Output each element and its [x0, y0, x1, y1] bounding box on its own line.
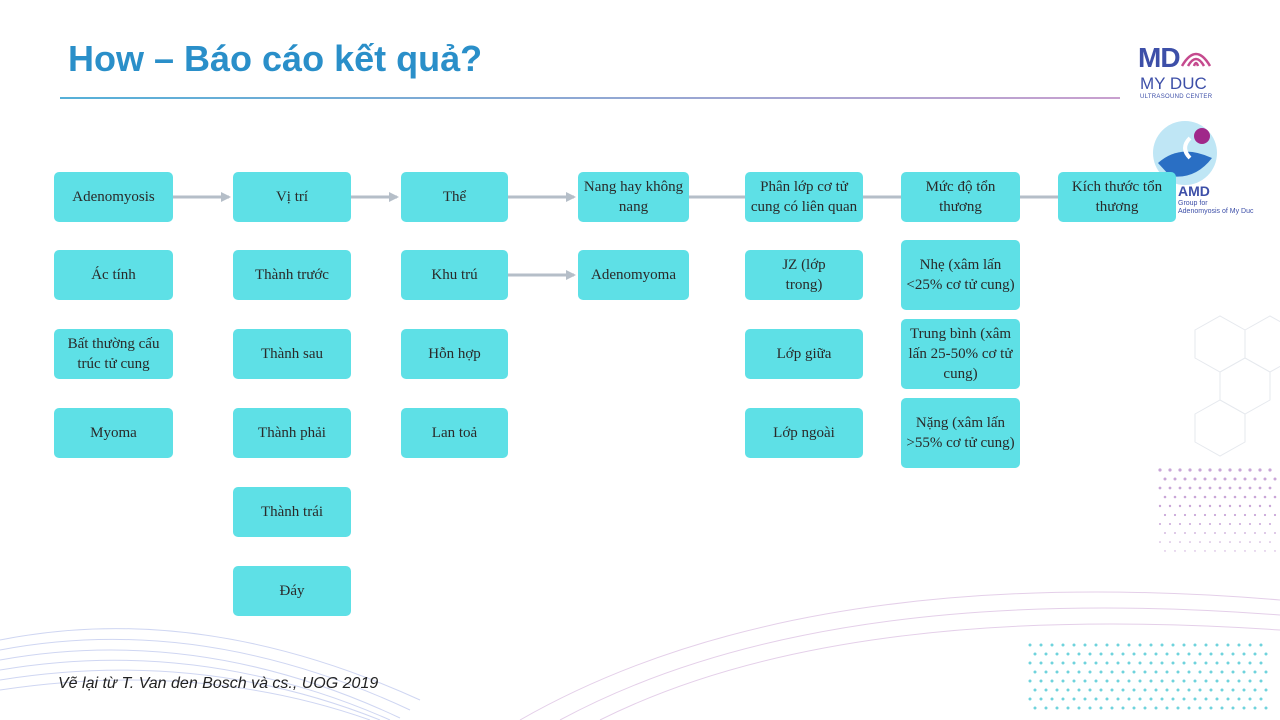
box-severity-moderate: Trung bình (xâm lấn 25-50% cơ tử cung)	[901, 319, 1020, 389]
logo-amd-subtitle: Group for Adenomyosis of My Duc	[1178, 200, 1254, 215]
sound-wave-icon	[1180, 52, 1212, 67]
box-cystic: Nang hay không nang	[578, 172, 689, 222]
logo-subtitle: ULTRASOUND CENTER	[1140, 94, 1213, 100]
box-adenomyosis: Adenomyosis	[54, 172, 173, 222]
box-myometrial-layer: Phân lớp cơ tử cung có liên quan	[745, 172, 863, 222]
box-junctional-zone: JZ (lớp trong)	[745, 250, 863, 300]
amd-emblem-icon	[1153, 121, 1217, 185]
box-uterine-anomaly: Bất thường cấu trúc tử cung	[54, 329, 173, 379]
box-type: Thể	[401, 172, 508, 222]
title-divider	[60, 97, 1120, 99]
box-posterior-wall: Thành sau	[233, 329, 351, 379]
box-adenomyoma: Adenomyoma	[578, 250, 689, 300]
box-diffuse: Lan toả	[401, 408, 508, 458]
box-anterior-wall: Thành trước	[233, 250, 351, 300]
box-focal: Khu trú	[401, 250, 508, 300]
box-severity-severe: Nặng (xâm lấn >55% cơ tử cung)	[901, 398, 1020, 468]
logo-md-text: MD	[1138, 42, 1181, 73]
source-footnote: Vẽ lại từ T. Van den Bosch và cs., UOG 2…	[58, 675, 379, 692]
box-severity-mild: Nhẹ (xâm lấn <25% cơ tử cung)	[901, 240, 1020, 310]
box-location: Vị trí	[233, 172, 351, 222]
box-malignant: Ác tính	[54, 250, 173, 300]
box-middle-layer: Lớp giữa	[745, 329, 863, 379]
logo-amd: AMD	[1178, 183, 1210, 199]
logo-name: MY DUC	[1140, 74, 1207, 93]
my-duc-logo: MD MY DUC ULTRASOUND CENTER AMD Group fo…	[1130, 40, 1270, 220]
box-myoma: Myoma	[54, 408, 173, 458]
slide-title: How – Báo cáo kết quả?	[68, 38, 483, 79]
box-mixed: Hỗn hợp	[401, 329, 508, 379]
box-right-wall: Thành phải	[233, 408, 351, 458]
box-severity: Mức độ tổn thương	[901, 172, 1020, 222]
box-left-wall: Thành trái	[233, 487, 351, 537]
box-lesion-size: Kích thước tổn thương	[1058, 172, 1176, 222]
box-fundus: Đáy	[233, 566, 351, 616]
box-outer-layer: Lớp ngoài	[745, 408, 863, 458]
